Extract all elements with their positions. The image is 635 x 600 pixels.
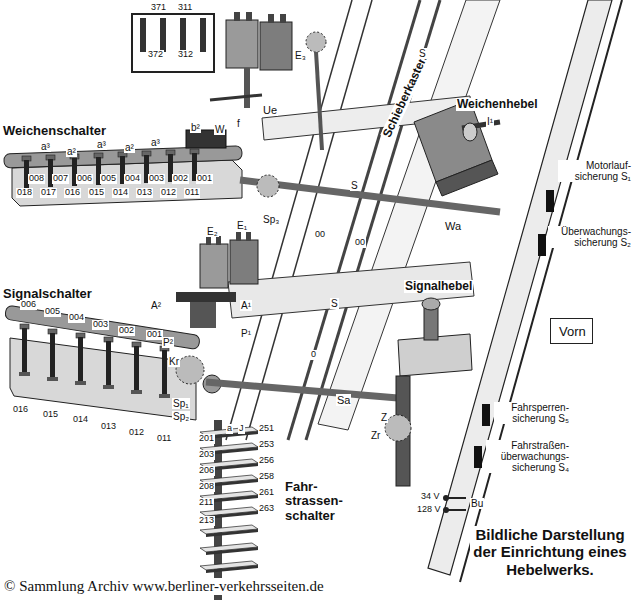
part-label: 006 (20, 300, 37, 310)
fuse-label: Überwachungs- sicherung S₂ (548, 226, 632, 248)
section-heading: Weichenschalter (2, 124, 107, 138)
part-label: 004 (124, 174, 141, 184)
part-label: Ue (262, 104, 278, 116)
fuse-label: Motorlauf- sicherung S₁ (558, 160, 632, 182)
part-label: 261 (258, 488, 275, 498)
part-label: Bu (470, 498, 484, 509)
part-label: Z (380, 412, 388, 423)
part-label: 203 (198, 450, 215, 460)
section-heading: Signalhebel (404, 280, 473, 293)
part-label: 34 V (420, 492, 441, 502)
part-label: 005 (44, 307, 61, 317)
part-label: A² (150, 300, 162, 311)
fuse-label: Fahrstraßen- überwachungs- sicherung S₄ (486, 440, 570, 473)
part-label: Sp₃ (262, 214, 280, 225)
part-label: 001 (146, 330, 163, 340)
part-label: 206 (198, 466, 215, 476)
part-label: a (226, 424, 233, 434)
part-label: 258 (258, 472, 275, 482)
part-label: Sa (336, 394, 351, 406)
part-label: 004 (68, 313, 85, 323)
part-label: 00 (314, 230, 326, 240)
part-label: I¹ (486, 116, 494, 127)
label-box: Vorn (550, 318, 593, 344)
box-text: Vorn (559, 324, 584, 340)
part-label: 211 (198, 498, 214, 508)
part-label: S (418, 48, 427, 59)
part-label: 002 (172, 174, 189, 184)
part-label: Wa (444, 220, 462, 232)
part-label: 0 (310, 350, 317, 360)
part-label: E₃ (294, 50, 307, 61)
part-label: 015 (42, 410, 59, 420)
part-label: E₂ (206, 226, 219, 237)
part-label: a³ (40, 141, 51, 152)
part-label: f (236, 118, 241, 129)
part-label: 016 (12, 405, 29, 415)
part-label: 003 (92, 320, 109, 330)
fuse-label: Fahrsperren- sicherung S₅ (494, 402, 570, 424)
part-label: 016 (64, 188, 81, 198)
part-label: P² (162, 337, 174, 348)
part-label: Zr (370, 430, 381, 441)
part-label: 001 (196, 174, 213, 184)
part-label: 018 (16, 188, 33, 198)
part-label: 008 (28, 174, 45, 184)
part-label: 015 (88, 188, 105, 198)
part-label: S (330, 298, 339, 309)
part-label: 011 (156, 434, 172, 444)
part-label: 017 (40, 188, 57, 198)
part-label: a² (124, 142, 135, 153)
section-heading: Weichenhebel (456, 98, 538, 111)
part-label: 006 (76, 174, 93, 184)
part-label: 128 V (416, 505, 442, 515)
part-label: a² (66, 146, 77, 157)
part-label: 003 (148, 174, 165, 184)
part-label: J (238, 424, 245, 434)
watermark: © Sammlung Archiv www.berliner-verkehrss… (3, 578, 325, 595)
part-label: P¹ (240, 328, 252, 339)
part-label: 014 (112, 188, 129, 198)
part-label: S (350, 180, 359, 191)
part-label: A¹ (240, 300, 252, 311)
part-label: 013 (100, 422, 117, 432)
part-label: 256 (258, 456, 275, 466)
part-label: 372 (147, 50, 164, 60)
part-label: 012 (160, 188, 177, 198)
part-label: E₁ (236, 220, 248, 231)
part-label: a³ (150, 137, 161, 148)
part-label: Sp₂ (172, 411, 190, 422)
part-label: a³ (96, 139, 107, 150)
part-label: 312 (177, 50, 194, 60)
part-label: 00 (354, 238, 366, 248)
part-label: 002 (118, 326, 135, 336)
part-label: 005 (100, 174, 117, 184)
part-label: 014 (72, 415, 89, 425)
part-label: Sp₁ (172, 398, 190, 409)
part-label: 311 (177, 3, 193, 13)
part-label: 208 (198, 482, 215, 492)
part-label: 213 (198, 516, 215, 526)
part-label: 201 (198, 434, 215, 444)
part-label: 251 (258, 424, 275, 434)
part-label: b² (190, 122, 201, 133)
part-label: 263 (258, 504, 275, 514)
part-label: 371 (150, 3, 167, 13)
part-label: 012 (128, 428, 145, 438)
caption: Bildliche Darstellung der Einrichtung ei… (470, 526, 630, 578)
part-label: 253 (258, 440, 275, 450)
part-label: 013 (136, 188, 153, 198)
section-heading: Fahr- strassen- schalter (284, 480, 362, 523)
part-label: W (214, 124, 225, 135)
part-label: 007 (52, 174, 69, 184)
part-label: 011 (184, 188, 200, 198)
part-label: Kr (168, 356, 180, 367)
section-heading: Signalschalter (2, 287, 93, 301)
